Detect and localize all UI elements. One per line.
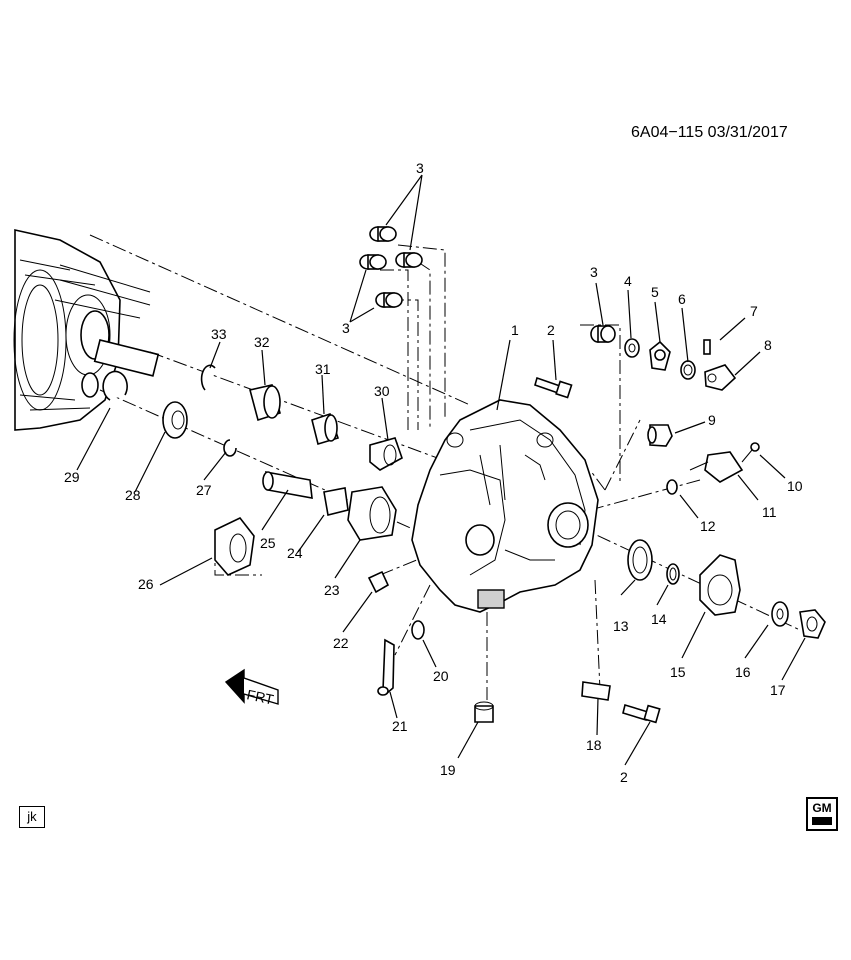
callout-25: 25: [260, 535, 276, 551]
callout-3-right: 3: [590, 264, 598, 280]
front-indicator-text: FRT: [245, 686, 275, 707]
callout-3-top: 3: [416, 160, 424, 176]
callout-27: 27: [196, 482, 212, 498]
callout-28: 28: [125, 487, 141, 503]
callout-20: 20: [433, 668, 449, 684]
output-flange-group: [627, 539, 826, 639]
leader-lines: [76, 174, 806, 766]
shift-components: [624, 338, 737, 391]
callout-15: 15: [670, 664, 686, 680]
front-arrow-icon: FRT: [224, 668, 279, 708]
sensor: [647, 424, 673, 447]
bolt-upper: [534, 376, 573, 399]
callout-23: 23: [324, 582, 340, 598]
callout-2-upper: 2: [547, 322, 555, 338]
callout-8: 8: [764, 337, 772, 353]
gm-logo-icon: GM: [806, 797, 838, 831]
fasteners: [367, 570, 661, 724]
callout-1: 1: [511, 322, 519, 338]
callout-11: 11: [762, 504, 777, 520]
callout-9: 9: [708, 412, 716, 428]
callout-30: 30: [374, 383, 390, 399]
callout-7: 7: [750, 303, 758, 319]
callout-2-lower: 2: [620, 769, 628, 785]
bushings: [359, 226, 616, 343]
callout-19: 19: [440, 762, 456, 778]
callout-24: 24: [287, 545, 303, 561]
callout-17: 17: [770, 682, 786, 698]
switch-assembly: [666, 442, 760, 495]
callout-14: 14: [651, 611, 667, 627]
diagram-reference: 6A04−115 03/31/2017: [631, 124, 788, 141]
callout-32: 32: [254, 334, 270, 350]
callout-6: 6: [678, 291, 686, 307]
callout-13: 13: [613, 618, 629, 634]
illustrator-initials: jk: [19, 806, 45, 828]
callout-21: 21: [392, 718, 408, 734]
callout-labels: 1 2 2 3 3 3 4 5 6 7 8 9 10 11 12 13 14 1…: [64, 160, 803, 785]
callout-26: 26: [138, 576, 154, 592]
callout-29: 29: [64, 469, 80, 485]
callout-3-left: 3: [342, 320, 350, 336]
callout-16: 16: [735, 664, 751, 680]
callout-18: 18: [586, 737, 602, 753]
callout-22: 22: [333, 635, 349, 651]
callout-31: 31: [315, 361, 331, 377]
callout-12: 12: [700, 518, 716, 534]
callout-10: 10: [787, 478, 803, 494]
transfer-case-housing: [411, 399, 599, 613]
transmission-assembly: [13, 229, 160, 431]
internal-components: [102, 364, 403, 576]
callout-5: 5: [651, 284, 659, 300]
callout-4: 4: [624, 273, 632, 289]
callout-33: 33: [211, 326, 227, 342]
